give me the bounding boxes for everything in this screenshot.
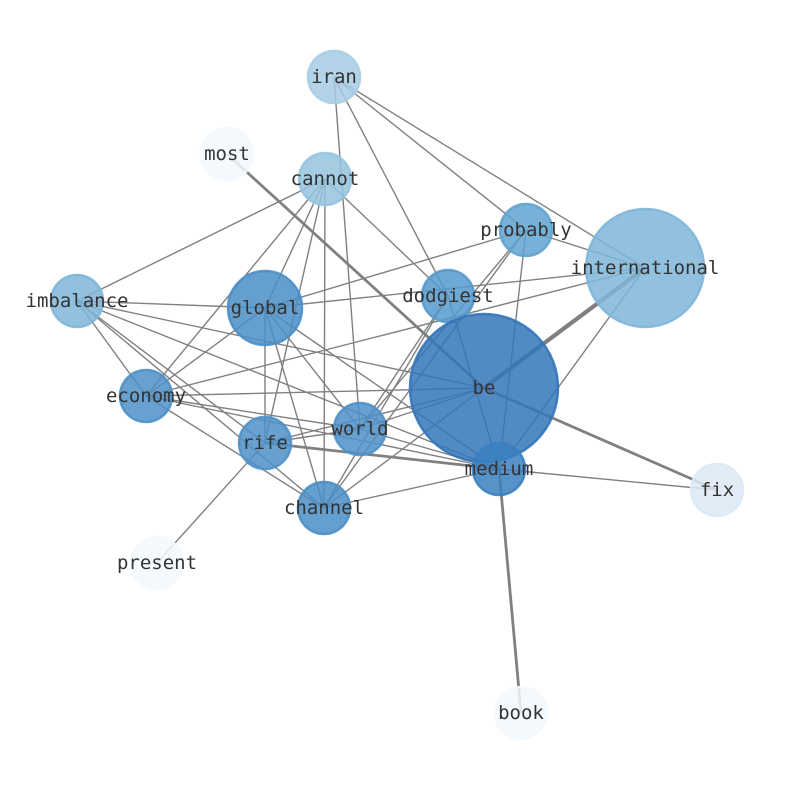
- edge-iran-probably: [333, 76, 527, 231]
- edge-iran-world: [333, 76, 361, 430]
- node-imbalance[interactable]: [49, 273, 105, 329]
- edge-medium-rife: [264, 441, 500, 471]
- node-label-be: be: [473, 377, 496, 399]
- node-cannot[interactable]: [297, 151, 353, 207]
- node-label-probably: probably: [480, 219, 572, 241]
- node-international[interactable]: [584, 207, 706, 329]
- node-medium[interactable]: [471, 441, 527, 497]
- node-label-world: world: [331, 418, 388, 440]
- node-probably[interactable]: [498, 202, 554, 258]
- node-book[interactable]: [493, 685, 549, 741]
- node-label-iran: iran: [311, 66, 357, 88]
- node-label-medium: medium: [465, 458, 534, 480]
- node-label-rife: rife: [242, 432, 288, 454]
- node-global[interactable]: [226, 269, 304, 347]
- node-world[interactable]: [332, 401, 388, 457]
- edge-medium-book: [497, 468, 523, 714]
- node-label-economy: economy: [106, 385, 186, 407]
- edge-cannot-channel: [323, 178, 326, 509]
- node-label-book: book: [498, 702, 544, 724]
- edge-economy-world: [145, 395, 361, 430]
- node-label-cannot: cannot: [291, 168, 360, 190]
- node-label-most: most: [204, 143, 250, 165]
- node-present[interactable]: [129, 535, 185, 591]
- edge-iran-international: [333, 76, 646, 269]
- node-rife[interactable]: [237, 415, 293, 471]
- edge-medium-fix: [498, 468, 718, 491]
- node-label-fix: fix: [700, 479, 734, 501]
- node-label-international: international: [571, 257, 720, 279]
- node-label-global: global: [231, 297, 300, 319]
- edge-global-probably: [264, 229, 527, 309]
- node-iran[interactable]: [306, 49, 362, 105]
- edge-cannot-imbalance: [76, 178, 326, 302]
- edge-economy-channel: [145, 395, 325, 509]
- edge-economy-international: [145, 267, 646, 397]
- node-label-channel: channel: [284, 497, 364, 519]
- node-label-dodgiest: dodgiest: [402, 285, 494, 307]
- node-most[interactable]: [199, 126, 255, 182]
- edge-medium-channel: [323, 468, 500, 509]
- node-channel[interactable]: [296, 480, 352, 536]
- edge-dodgiest-channel: [323, 295, 449, 509]
- node-label-imbalance: imbalance: [26, 290, 129, 312]
- edge-imbalance-rife: [76, 300, 266, 444]
- node-economy[interactable]: [118, 368, 174, 424]
- node-label-present: present: [117, 552, 197, 574]
- edge-cannot-dodgiest: [324, 178, 449, 297]
- node-fix[interactable]: [689, 462, 745, 518]
- edge-economy-medium: [145, 395, 500, 470]
